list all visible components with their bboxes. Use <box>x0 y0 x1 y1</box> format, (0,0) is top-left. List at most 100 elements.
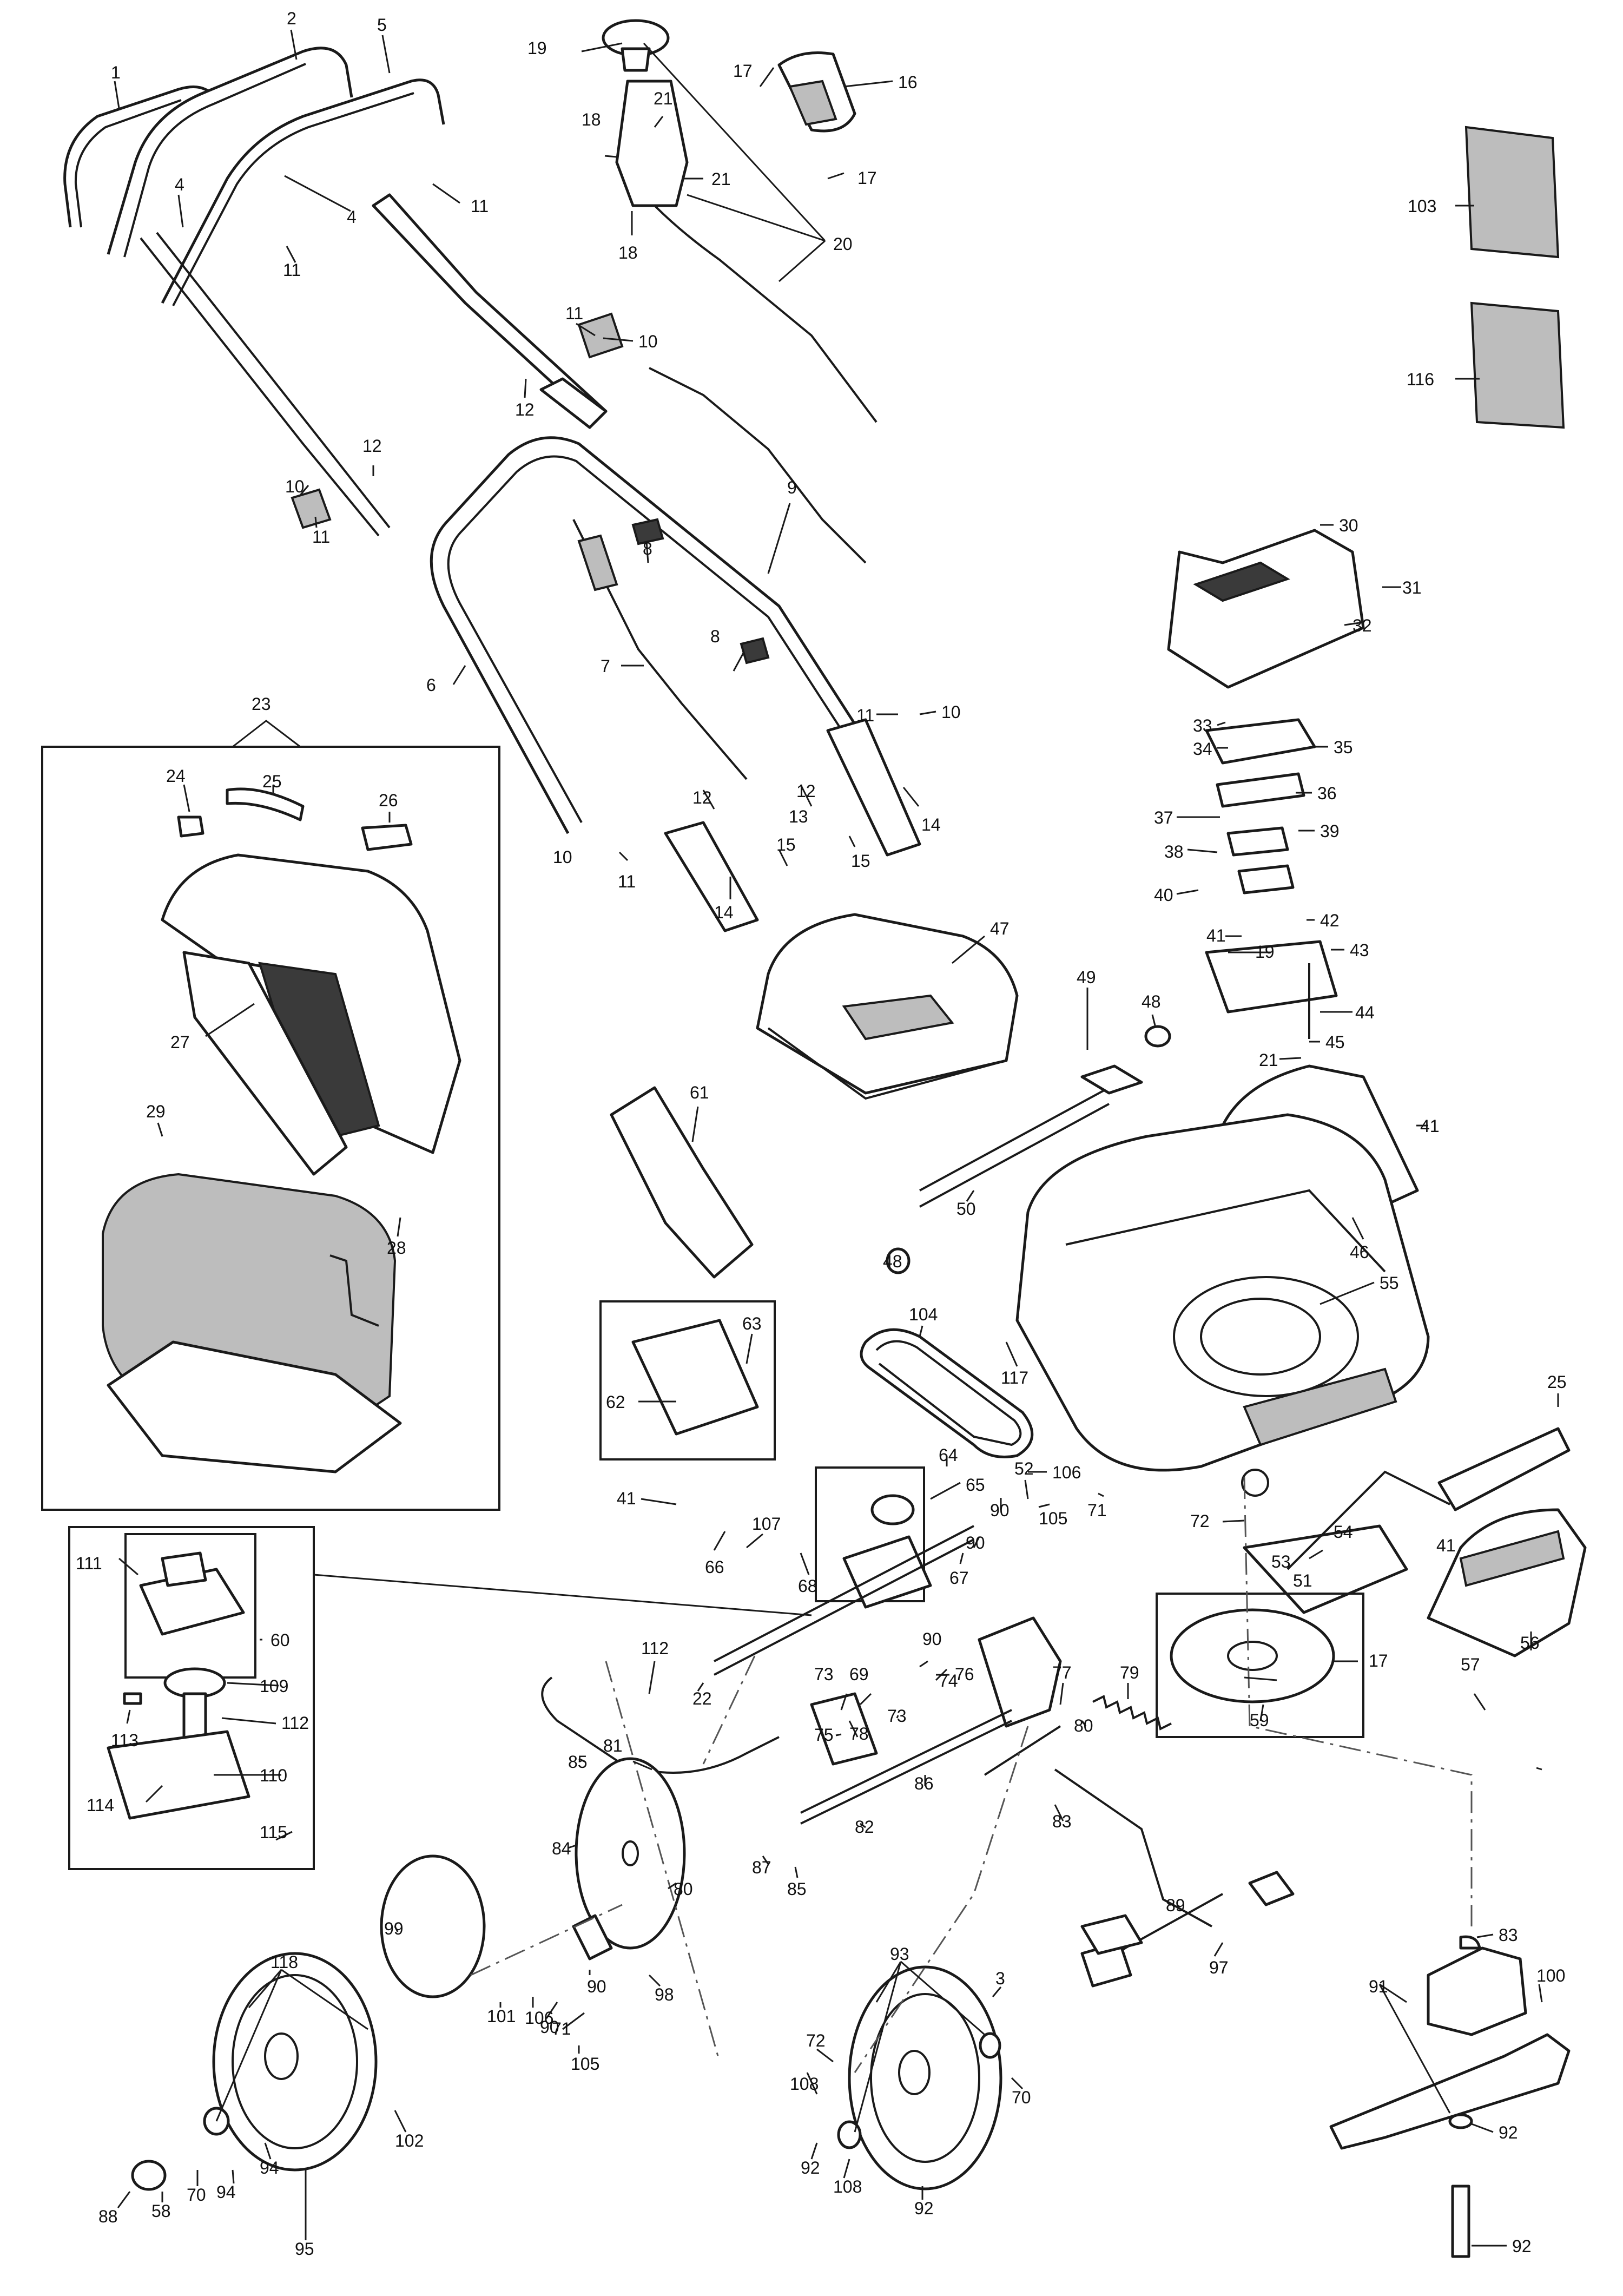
part-label: 20 <box>833 234 853 254</box>
part-label: 76 <box>955 1665 974 1684</box>
part-label: 67 <box>949 1568 969 1588</box>
part-label: 31 <box>1402 578 1422 597</box>
part-label: 16 <box>898 73 918 92</box>
part-label: 19 <box>527 38 547 58</box>
part-label: 62 <box>606 1392 625 1412</box>
part-label: 44 <box>1355 1003 1375 1022</box>
part-label: 12 <box>796 781 816 801</box>
part-label: 12 <box>692 788 712 807</box>
part-label: 103 <box>1408 196 1436 216</box>
part-label: 109 <box>260 1676 288 1696</box>
part-label: 10 <box>941 702 961 722</box>
part-label: 35 <box>1334 738 1353 757</box>
brake-lever-group <box>602 19 878 564</box>
part-label: 92 <box>1512 2236 1532 2256</box>
part-label: 70 <box>1012 2088 1031 2107</box>
part-label: 88 <box>98 2207 118 2226</box>
part-label: 25 <box>1547 1372 1567 1392</box>
part-label: 65 <box>966 1475 985 1495</box>
part-label: 105 <box>1039 1509 1067 1528</box>
assembly-centerlines <box>470 1477 1473 2073</box>
rear-wheel-assembly <box>131 1757 686 2191</box>
part-label: 112 <box>281 1713 309 1733</box>
grass-box-frame <box>41 746 500 1511</box>
part-label: 108 <box>833 2177 862 2196</box>
guard-frame <box>599 1300 776 1461</box>
part-label: 9 <box>787 478 797 497</box>
part-label: 82 <box>855 1817 874 1837</box>
part-label: 94 <box>216 2182 236 2202</box>
part-label: 14 <box>921 815 941 834</box>
part-label: 85 <box>568 1752 588 1772</box>
part-label: 29 <box>146 1102 166 1121</box>
part-label: 106 <box>1052 1463 1081 1482</box>
part-label: 15 <box>776 835 796 854</box>
part-label: 32 <box>1352 616 1372 635</box>
part-label: 114 <box>87 1795 114 1815</box>
part-label: 99 <box>384 1919 404 1938</box>
part-label: 4 <box>347 207 357 227</box>
part-label: 75 <box>814 1725 834 1745</box>
part-label: 72 <box>806 2031 826 2050</box>
part-label: 52 <box>1014 1459 1034 1478</box>
part-number-labels: 1 2 5 4 4 11 11 11 10 12 12 10 11 19 21 … <box>76 9 1567 2259</box>
part-label: 93 <box>890 1944 909 1964</box>
part-label: 58 <box>151 2201 171 2221</box>
part-label: 11 <box>312 527 330 547</box>
part-label: 87 <box>752 1858 771 1877</box>
blade-assembly <box>1329 1935 1571 2258</box>
blade-disc <box>1170 1608 1335 1703</box>
drive-belt <box>860 1328 1034 1458</box>
part-label: 2 <box>287 9 296 28</box>
part-label: 36 <box>1317 784 1337 803</box>
part-label: 41 <box>1420 1116 1440 1136</box>
part-label: 27 <box>170 1032 190 1052</box>
part-label: 11 <box>565 304 583 323</box>
part-label: 61 <box>690 1083 709 1102</box>
part-label: 83 <box>1499 1925 1518 1945</box>
part-label: 3 <box>995 1969 1005 1988</box>
part-label: 54 <box>1334 1522 1353 1542</box>
part-label: 8 <box>710 627 720 646</box>
part-label: 79 <box>1120 1663 1139 1682</box>
part-label: 90 <box>990 1501 1010 1520</box>
drive-detail-frame <box>68 1526 315 1870</box>
part-label: 4 <box>175 175 184 194</box>
part-label: 106 <box>525 2008 553 2028</box>
rear-flap-and-axle <box>610 1025 1171 1279</box>
part-label: 90 <box>922 1629 942 1649</box>
part-label: 56 <box>1520 1633 1540 1653</box>
part-label: 104 <box>909 1305 938 1324</box>
part-label: 92 <box>1499 2123 1518 2142</box>
part-label: 8 <box>643 539 652 558</box>
part-label: 113 <box>111 1731 138 1750</box>
part-label: 17 <box>857 168 877 188</box>
part-label: 90 <box>587 1977 606 1996</box>
part-label: 91 <box>1369 1977 1388 1996</box>
part-label: 30 <box>1339 516 1358 535</box>
part-label: 40 <box>1154 885 1173 905</box>
part-label: 41 <box>1206 926 1226 945</box>
grass-box <box>102 787 461 1473</box>
part-label: 112 <box>641 1639 669 1658</box>
part-label: 17 <box>733 61 753 81</box>
part-label: 11 <box>283 260 301 280</box>
top-cover <box>756 913 1019 1100</box>
part-label: 105 <box>571 2054 599 2074</box>
part-label: 45 <box>1325 1032 1345 1052</box>
part-label: 72 <box>1190 1511 1210 1531</box>
part-label: 102 <box>395 2131 424 2150</box>
part-label: 74 <box>939 1671 958 1690</box>
part-label: 1 <box>111 63 121 82</box>
part-label: 37 <box>1154 808 1173 827</box>
part-label: 69 <box>849 1665 869 1684</box>
drive-detail-parts <box>107 1551 250 1820</box>
part-label: 14 <box>714 903 734 922</box>
part-label: 64 <box>939 1445 958 1465</box>
part-label: 10 <box>638 332 658 351</box>
part-label: 21 <box>654 89 673 108</box>
part-label: 12 <box>515 400 535 419</box>
part-label: 39 <box>1320 821 1340 841</box>
part-label: 5 <box>377 15 387 35</box>
part-label: 48 <box>883 1252 902 1271</box>
